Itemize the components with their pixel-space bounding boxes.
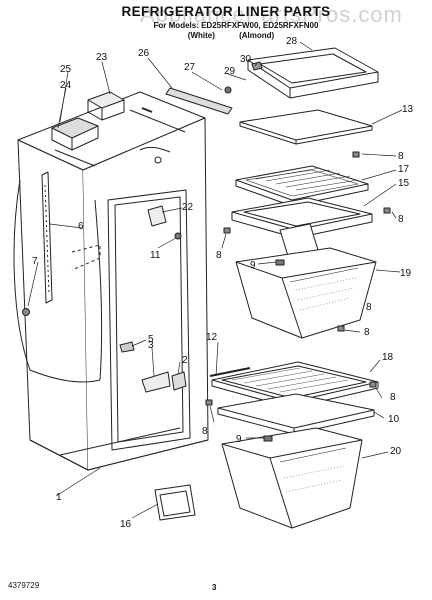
callout-28: 28 <box>286 36 298 47</box>
callout-8b: 8 <box>398 214 404 225</box>
callout-15: 15 <box>398 178 410 189</box>
header: REFRIGERATOR LINER PARTS For Models: ED2… <box>0 4 432 40</box>
part-number: 4379729 <box>8 581 40 590</box>
callout-22: 22 <box>182 202 194 213</box>
cover-part-16 <box>154 484 196 521</box>
shelf-rail-left <box>41 171 53 304</box>
callout-26: 26 <box>138 48 150 59</box>
clips-part-8 <box>205 151 391 406</box>
callout-24: 24 <box>60 80 72 91</box>
callout-29: 29 <box>224 66 236 77</box>
shelf-frame-part-15 <box>231 197 373 257</box>
callout-numbers: 1 2 3 5 6 7 8 8 8 8 8 8 8 9 9 10 11 12 1… <box>32 36 414 530</box>
callout-5: 5 <box>148 334 154 345</box>
liner-cabinet <box>13 91 209 471</box>
callout-3: 3 <box>148 340 154 351</box>
rail-dashed-guide <box>71 244 101 271</box>
screw-part-7 <box>22 308 30 316</box>
callout-23: 23 <box>96 52 108 63</box>
callout-8d: 8 <box>364 327 370 338</box>
bracket-part-22 <box>147 205 167 227</box>
callout-2: 2 <box>182 355 188 366</box>
callout-27: 27 <box>184 62 196 73</box>
callout-13: 13 <box>402 104 414 115</box>
page-title: REFRIGERATOR LINER PARTS <box>121 4 331 19</box>
callout-7: 7 <box>32 256 38 267</box>
part-5 <box>119 341 135 353</box>
callout-18: 18 <box>382 352 394 363</box>
callout-9b: 9 <box>236 434 242 445</box>
shelf-assembly-part-18 <box>209 361 379 409</box>
callout-8c: 8 <box>216 250 222 261</box>
callout-10: 10 <box>388 414 400 425</box>
bracket-assembly-24-25 <box>51 91 125 151</box>
screw-part-23 <box>141 107 153 113</box>
callout-9a: 9 <box>250 260 256 271</box>
callout-20: 20 <box>390 446 402 457</box>
callout-11: 11 <box>150 250 161 261</box>
shelf-frame-part-28 <box>247 47 379 99</box>
callout-8g: 8 <box>366 302 372 313</box>
bar-part-26 <box>165 87 233 115</box>
part-2 <box>171 371 187 391</box>
callout-30: 30 <box>240 54 252 65</box>
colors-line: (White) (Almond) <box>187 31 275 40</box>
callout-8a: 8 <box>398 151 404 162</box>
callout-8e: 8 <box>390 392 396 403</box>
callout-25: 25 <box>60 64 72 75</box>
part-3 <box>141 371 171 393</box>
callout-1: 1 <box>56 492 62 503</box>
callout-12: 12 <box>206 332 218 343</box>
leader-lines <box>27 41 403 519</box>
drawer-part-20 <box>221 427 363 529</box>
part-27 <box>224 86 232 94</box>
callout-16: 16 <box>120 519 132 530</box>
glass-shelf-part-13 <box>239 109 373 145</box>
callout-19: 19 <box>400 268 412 279</box>
callout-6: 6 <box>78 221 84 232</box>
screw-part-11 <box>174 232 182 240</box>
page-number: 3 <box>212 583 217 592</box>
shelf-frame-part-10 <box>217 393 375 435</box>
models-line: For Models: ED25RFXFW00, ED25RFXFN00 <box>153 21 319 30</box>
callout-8f: 8 <box>202 426 208 437</box>
clips-part-9 <box>263 259 285 442</box>
callout-17: 17 <box>398 164 410 175</box>
crisper-drawer-part-19 <box>235 247 377 339</box>
